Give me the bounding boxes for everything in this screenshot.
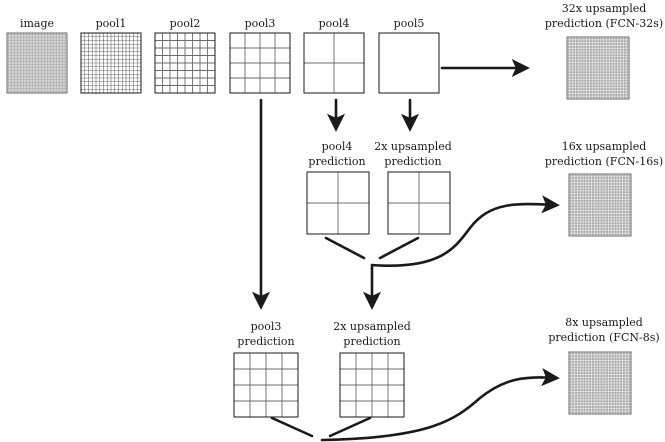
label-image: image (20, 17, 54, 30)
pool3-grid (229, 32, 291, 94)
arrow-sum1-to-fcn16 (370, 195, 560, 268)
up2x-a-prediction-grid (387, 171, 451, 235)
label-up2x-b-line1: 2x upsampled (333, 320, 411, 333)
arrow-pool4-pred-to-sum1 (324, 236, 366, 260)
label-fcn32-line1: 32x upsampled (562, 2, 647, 15)
label-pool3: pool3 (245, 17, 276, 30)
up2x-b-prediction-grid (339, 352, 405, 418)
fcn8-prediction-grid (568, 351, 632, 415)
label-fcn8-line2: prediction (FCN-8s) (548, 331, 659, 344)
pool4-prediction-grid (306, 171, 370, 235)
label-up2x-b-line2: prediction (343, 335, 400, 348)
label-fcn8-line1: 8x upsampled (565, 316, 643, 329)
label-up2x-a-line2: prediction (384, 155, 441, 168)
label-pool5: pool5 (394, 17, 425, 30)
arrow-sum2-to-fcn8 (320, 367, 560, 442)
pool3-prediction-grid (233, 352, 299, 418)
label-pool3-pred-line1: pool3 (251, 320, 282, 333)
arrow-up2x-a-to-sum1 (378, 236, 420, 260)
pool5-grid (378, 32, 440, 94)
label-pool4: pool4 (319, 17, 350, 30)
fcn16-prediction-grid (568, 173, 632, 237)
pool1-grid (80, 32, 142, 94)
label-fcn32-line2: prediction (FCN-32s) (545, 17, 663, 30)
label-pool2: pool2 (170, 17, 201, 30)
label-pool4-pred-line2: prediction (308, 155, 365, 168)
label-fcn16-line2: prediction (FCN-16s) (545, 155, 663, 168)
arrow-up2x-b-to-sum2 (328, 416, 372, 438)
label-up2x-a-line1: 2x upsampled (374, 140, 452, 153)
pool4-grid (303, 32, 365, 94)
arrow-pool3-pred-to-sum2 (270, 416, 314, 438)
label-pool1: pool1 (96, 17, 127, 30)
label-pool4-pred-line1: pool4 (322, 140, 353, 153)
fcn32-prediction-grid (566, 36, 630, 100)
label-fcn16-line1: 16x upsampled (562, 140, 647, 153)
label-pool3-pred-line2: prediction (237, 335, 294, 348)
pool2-grid (154, 32, 216, 94)
image-grid (6, 32, 68, 94)
